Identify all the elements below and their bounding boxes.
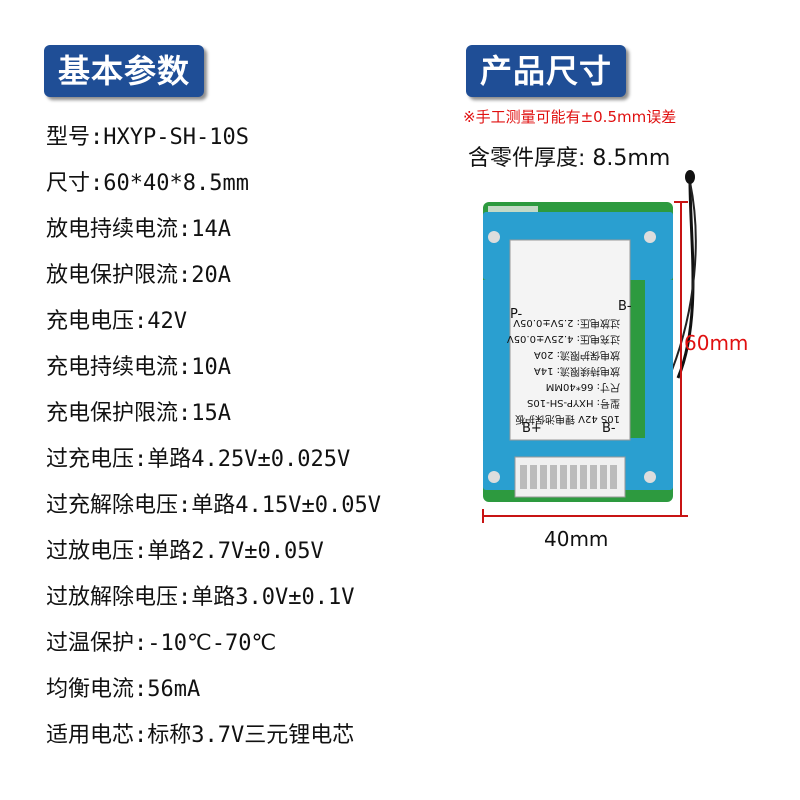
spec-row: 尺寸:60*40*8.5mm [46, 164, 381, 210]
spec-row: 放电持续电流:14A [46, 210, 381, 256]
label-line-0: 10S 42V 锂电池保护板 [515, 413, 620, 426]
spec-label: 充电持续电流 [46, 355, 179, 380]
screw-hole [488, 471, 500, 483]
thickness-text: 含零件厚度: 8.5mm [468, 146, 671, 171]
spec-label: 过充解除电压 [46, 493, 179, 518]
spec-row: 过充电压:单路4.25V±0.025V [46, 440, 381, 486]
terminal-b-minus-2: B- [602, 421, 616, 436]
spec-colon: : [134, 309, 148, 334]
probe-tip [685, 170, 695, 184]
board-label [509, 239, 631, 441]
spec-colon: : [178, 355, 192, 380]
spec-label: 充电保护限流 [46, 401, 179, 426]
dim-height-label: 60mm [684, 331, 748, 355]
terminal-p-minus: P- [510, 307, 523, 322]
spec-row: 均衡电流:56mA [46, 670, 381, 716]
spec-row: 充电持续电流:10A [46, 348, 381, 394]
spec-row: 适用电芯:标称3.7V三元锂电芯 [46, 716, 381, 762]
basic-params-title: 基本参数 [44, 45, 204, 97]
spec-value: 15A [191, 401, 232, 426]
bms-board-image: BCV1.0 10S 42V 锂电池保护板 型号: HXYP-SH-10S 尺寸… [482, 170, 748, 551]
label-line-3: 放电持续限流: 14A [534, 365, 620, 378]
spec-value: 单路2.7V±0.05V [147, 539, 324, 564]
spec-label: 充电电压 [46, 309, 135, 334]
measurement-warning: ※手工测量可能有±0.5mm误差 [463, 108, 677, 126]
spec-colon: : [134, 631, 148, 656]
spec-row: 过充解除电压:单路4.15V±0.05V [46, 486, 381, 532]
spec-colon: : [178, 263, 192, 288]
spec-colon: : [178, 493, 192, 518]
spec-row: 充电电压:42V [46, 302, 381, 348]
spec-colon: : [90, 171, 104, 196]
screw-hole [644, 471, 656, 483]
heatsink-right [645, 280, 673, 440]
spec-row: 放电保护限流:20A [46, 256, 381, 302]
screw-hole [488, 231, 500, 243]
spec-label: 过充电压 [46, 447, 135, 472]
label-line-1: 型号: HXYP-SH-10S [527, 397, 620, 410]
spec-label: 放电保护限流 [46, 263, 179, 288]
spec-value: 14A [191, 217, 232, 242]
product-size-title: 产品尺寸 [466, 45, 626, 97]
spec-label: 过放电压 [46, 539, 135, 564]
spec-value: 单路4.15V±0.05V [191, 493, 381, 518]
spec-colon: : [134, 447, 148, 472]
spec-row: 过放解除电压:单路3.0V±0.1V [46, 578, 381, 624]
spec-row: 过放电压:单路2.7V±0.05V [46, 532, 381, 578]
screw-hole [644, 231, 656, 243]
label-line-2: 尺寸: 66*40MM [546, 381, 620, 394]
spec-value: 20A [191, 263, 232, 288]
spec-colon: : [90, 125, 104, 150]
spec-value: 42V [147, 309, 188, 334]
spec-row: 过温保护:-10℃-70℃ [46, 624, 381, 670]
spec-label: 尺寸 [46, 171, 91, 196]
spec-value: 56mA [147, 677, 201, 702]
spec-row: 充电保护限流:15A [46, 394, 381, 440]
heatsink-left [483, 280, 511, 440]
spec-colon: : [134, 723, 148, 748]
spec-value: -10℃-70℃ [147, 631, 277, 656]
spec-value: 60*40*8.5mm [103, 171, 249, 196]
spec-colon: : [178, 217, 192, 242]
spec-label: 过温保护 [46, 631, 135, 656]
terminal-b-minus: B- [618, 299, 632, 314]
dim-width-label: 40mm [544, 527, 608, 551]
label-line-5: 过充电压: 4.25V±0.05V [507, 333, 620, 346]
spec-value: 10A [191, 355, 232, 380]
spec-value: 单路4.25V±0.025V [147, 447, 351, 472]
label-line-6: 过放电压: 2.5V±0.05V [513, 317, 620, 330]
label-line-4: 放电保护限流: 20A [534, 349, 620, 362]
spec-colon: : [134, 677, 148, 702]
spec-value: 单路3.0V±0.1V [191, 585, 355, 610]
spec-row: 型号:HXYP-SH-10S [46, 118, 381, 164]
terminal-b-plus: B+ [522, 421, 542, 436]
probe-wire-2 [671, 181, 697, 371]
spec-value: 标称3.7V三元锂电芯 [147, 723, 355, 748]
spec-label: 型号 [46, 125, 91, 150]
spec-label: 均衡电流 [46, 677, 135, 702]
spec-value: HXYP-SH-10S [103, 125, 249, 150]
spec-label: 适用电芯 [46, 723, 135, 748]
spec-label: 过放解除电压 [46, 585, 179, 610]
spec-colon: : [178, 585, 192, 610]
spec-colon: : [134, 539, 148, 564]
spec-label: 放电持续电流 [46, 217, 179, 242]
spec-colon: : [178, 401, 192, 426]
